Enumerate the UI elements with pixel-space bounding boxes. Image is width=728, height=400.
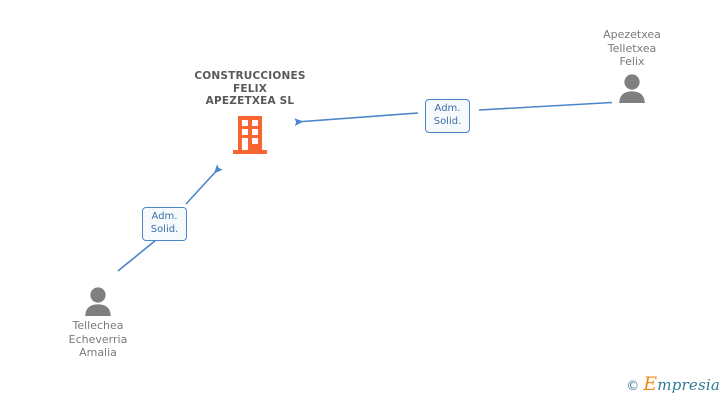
brand-name: Empresia: [643, 375, 720, 394]
building-icon: [233, 115, 267, 154]
person-icon: [85, 287, 111, 316]
brand-initial: E: [643, 373, 658, 395]
copyright-icon: ©: [626, 379, 640, 394]
person-node-tellechea-echeverria-amalia[interactable]: Tellechea Echeverria Amalia: [33, 286, 163, 360]
watermark-empresia: © Empresia: [626, 375, 720, 394]
company-node[interactable]: CONSTRUCCIONES FELIX APEZETXEA SL: [175, 70, 325, 156]
relation-label-right[interactable]: Adm. Solid.: [425, 99, 470, 133]
person-icon: [619, 73, 645, 103]
company-name-label: CONSTRUCCIONES FELIX APEZETXEA SL: [194, 70, 306, 107]
brand-rest: mpresia: [657, 376, 720, 394]
edge-person-right-to-label: [478, 101, 613, 111]
person-node-apezetxea-telletxea-felix[interactable]: Apezetxea Telletxea Felix: [567, 28, 697, 103]
person-name-label: Apezetxea Telletxea Felix: [603, 28, 661, 68]
edge-person-left-to-label: [117, 239, 157, 272]
edge-label-left-to-company: [185, 164, 223, 205]
relation-label-left[interactable]: Adm. Solid.: [142, 207, 187, 241]
person-name-label: Tellechea Echeverria Amalia: [68, 319, 128, 359]
